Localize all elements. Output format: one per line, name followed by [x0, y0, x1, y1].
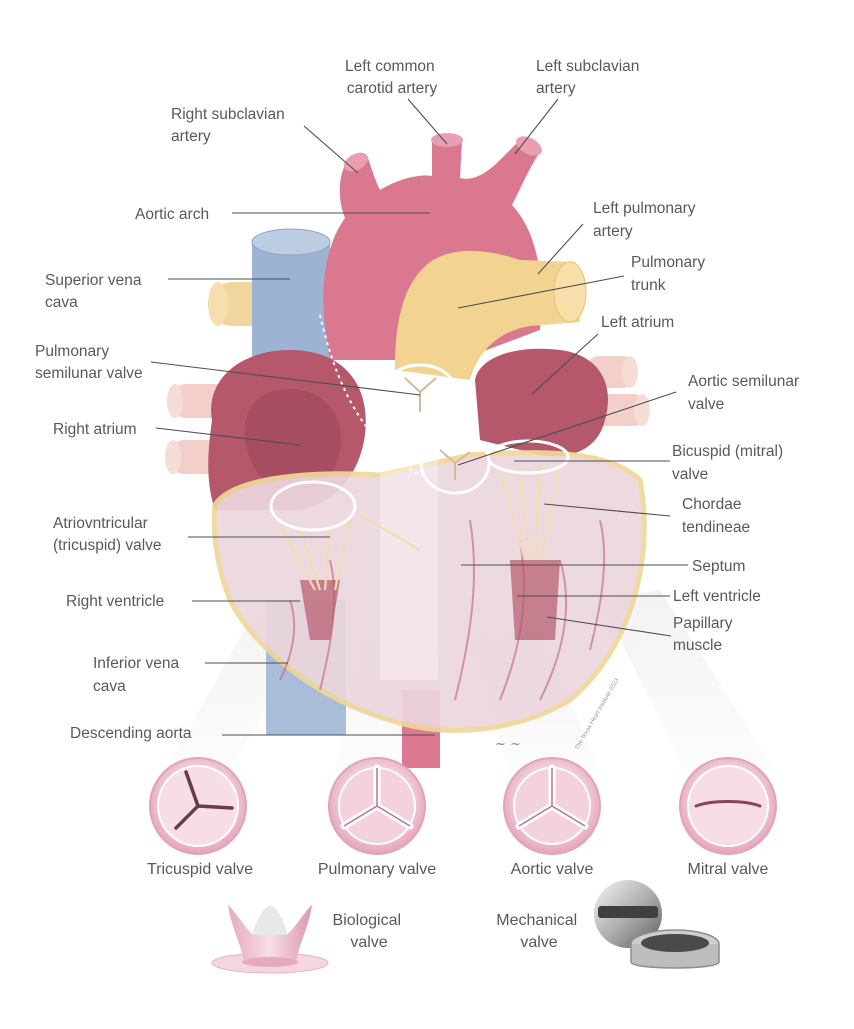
left-atrium-chamber — [475, 348, 608, 457]
label-pulmonary-semilunar-valve: Pulmonary semilunar valve — [35, 343, 143, 382]
label-atrioventricular-tricuspid-valve: Atriovntricular (tricuspid) valve — [53, 515, 162, 554]
label-right-ventricle: Right ventricle — [66, 593, 164, 610]
anatomy-labels: Left common carotid artery Left subclavi… — [35, 58, 803, 742]
mechanical-valve-icon — [594, 880, 720, 969]
label-bicuspid-mitral-valve: Bicuspid (mitral) valve — [672, 443, 787, 483]
prosthetic-valves: Biological valve Mechanical valve — [211, 880, 720, 974]
pulmonary-trunk-vessel — [395, 250, 587, 380]
biological-valve-icon — [211, 905, 329, 974]
label-right-atrium: Right atrium — [53, 421, 137, 438]
valve-caption-aortic: Aortic valve — [511, 861, 594, 878]
label-superior-vena-cava: Superior vena cava — [45, 272, 146, 311]
tricuspid-valve-icon — [149, 757, 247, 855]
septum-dashed-outline — [319, 314, 421, 476]
label-biological-valve: Biological valve — [333, 912, 406, 951]
heart-anatomy-illustration: ~ ~ The Texas Heart Institute 2023 — [165, 133, 650, 768]
label-pulmonary-trunk: Pulmonary trunk — [631, 254, 709, 294]
artist-signature: ~ ~ — [495, 737, 521, 752]
label-left-pulmonary-artery: Left pulmonary artery — [593, 200, 700, 240]
right-atrium-inner — [245, 389, 341, 491]
label-left-ventricle: Left ventricle — [673, 588, 761, 605]
valve-caption-mitral: Mitral valve — [688, 861, 769, 878]
papillary-muscles — [300, 560, 560, 640]
label-left-subclavian-artery: Left subclavian artery — [536, 58, 644, 97]
aortic-valve-icon — [503, 757, 601, 855]
label-right-subclavian-artery: Right subclavian artery — [171, 106, 289, 145]
label-chordae-tendineae: Chordae tendineae — [682, 496, 750, 536]
label-aortic-semilunar-valve: Aortic semilunar valve — [688, 373, 803, 413]
label-papillary-muscle: Papillary muscle — [673, 615, 737, 654]
leader-lines — [150, 98, 688, 736]
valve-caption-tricuspid: Tricuspid valve — [147, 861, 253, 878]
label-left-common-carotid-artery: Left common carotid artery — [345, 58, 439, 97]
label-aortic-arch: Aortic arch — [135, 206, 209, 223]
label-descending-aorta: Descending aorta — [70, 725, 192, 742]
label-mechanical-valve: Mechanical valve — [496, 912, 581, 951]
label-inferior-vena-cava: Inferior vena cava — [93, 655, 183, 695]
valve-caption-pulmonary: Pulmonary valve — [318, 861, 436, 878]
valve-thumbnails: Tricuspid valve Pulmonary valve Aortic v… — [147, 757, 777, 878]
label-left-atrium: Left atrium — [601, 314, 674, 331]
valve-leaflets — [404, 377, 471, 480]
valve-rings — [269, 363, 570, 532]
mitral-valve-icon — [679, 757, 777, 855]
label-septum: Septum — [692, 558, 745, 575]
chordae-tendineae-strands — [279, 467, 562, 591]
aorta-column-overlay — [380, 400, 438, 680]
pulmonary-valve-icon — [328, 757, 426, 855]
